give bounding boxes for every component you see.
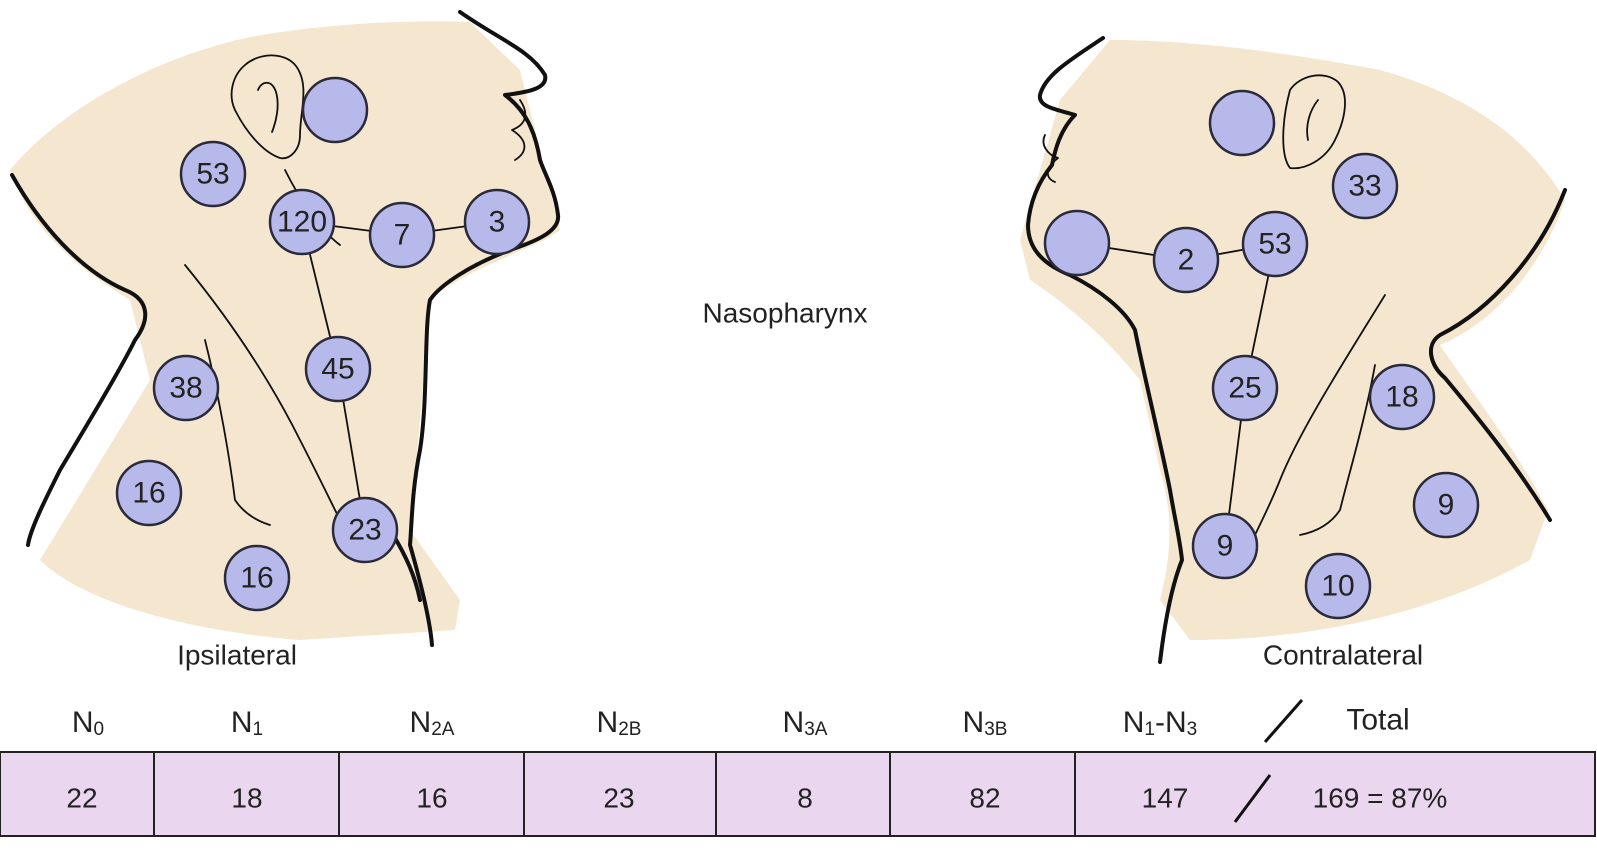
header-n1-n3: N1-N3 bbox=[1123, 706, 1198, 740]
contra-node-parotid bbox=[1210, 91, 1274, 155]
svg-text:2: 2 bbox=[1178, 244, 1195, 277]
svg-text:3: 3 bbox=[489, 206, 506, 239]
svg-text:16: 16 bbox=[132, 477, 165, 510]
svg-text:16: 16 bbox=[240, 562, 273, 595]
ipsi-node-upper-spinal-accessory: 38 bbox=[154, 356, 218, 420]
ipsilateral-label: Ipsilateral bbox=[177, 640, 297, 671]
svg-text:38: 38 bbox=[169, 372, 202, 405]
ipsi-node-supraclavicular: 16 bbox=[225, 546, 289, 610]
ipsi-node-posterior-auricular: 53 bbox=[181, 142, 245, 206]
contra-node-mid-spinal-accessory: 9 bbox=[1414, 473, 1478, 537]
value-n3a: 8 bbox=[797, 783, 813, 814]
value-n3b: 82 bbox=[969, 783, 1000, 814]
ipsi-node-submandibular: 7 bbox=[370, 203, 434, 267]
ipsi-node-jugulodigastric: 120 bbox=[270, 190, 334, 254]
value-n2a: 16 bbox=[416, 783, 447, 814]
header-n2a: N2A bbox=[410, 706, 455, 740]
contra-node-submandibular: 2 bbox=[1154, 228, 1218, 292]
header-n0: N0 bbox=[72, 706, 104, 740]
value-total: 169 = 87% bbox=[1313, 783, 1448, 814]
svg-text:9: 9 bbox=[1217, 530, 1234, 563]
svg-text:45: 45 bbox=[321, 353, 354, 386]
contralateral-skin bbox=[1020, 40, 1565, 640]
ipsi-node-lower-jugular: 23 bbox=[333, 498, 397, 562]
contralateral-label: Contralateral bbox=[1263, 640, 1423, 671]
contra-node-jugulodigastric: 53 bbox=[1243, 212, 1307, 276]
svg-text:10: 10 bbox=[1321, 570, 1354, 603]
staging-table: N0 N1 N2A N2B N3A N3B N1-N3 Total 22 18 … bbox=[0, 700, 1595, 836]
value-n1: 18 bbox=[231, 783, 262, 814]
header-total: Total bbox=[1346, 704, 1409, 737]
svg-text:23: 23 bbox=[348, 514, 381, 547]
ipsi-node-mid-spinal-accessory: 16 bbox=[117, 461, 181, 525]
header-n1: N1 bbox=[231, 706, 263, 740]
ipsi-node-parotid bbox=[303, 78, 367, 142]
contra-node-submental bbox=[1045, 211, 1109, 275]
contra-node-supraclavicular: 10 bbox=[1306, 554, 1370, 618]
svg-text:53: 53 bbox=[1258, 228, 1291, 261]
svg-text:53: 53 bbox=[196, 158, 229, 191]
svg-text:25: 25 bbox=[1228, 372, 1261, 405]
center-label: Nasopharynx bbox=[703, 298, 868, 329]
ipsilateral-skin bbox=[10, 21, 560, 640]
contra-node-mid-jugular: 25 bbox=[1213, 356, 1277, 420]
header-n3b: N3B bbox=[963, 706, 1008, 740]
header-slash bbox=[1265, 700, 1302, 742]
svg-text:33: 33 bbox=[1348, 170, 1381, 203]
svg-text:7: 7 bbox=[394, 219, 411, 252]
contra-node-upper-spinal-accessory: 18 bbox=[1370, 365, 1434, 429]
value-n1-n3: 147 bbox=[1142, 783, 1189, 814]
header-n2b: N2B bbox=[597, 706, 642, 740]
value-n2b: 23 bbox=[603, 783, 634, 814]
contralateral-figure: Contralateral bbox=[1020, 38, 1565, 671]
contra-node-lower-jugular: 9 bbox=[1193, 514, 1257, 578]
contra-node-posterior-auricular: 33 bbox=[1333, 154, 1397, 218]
value-n0: 22 bbox=[66, 783, 97, 814]
svg-text:120: 120 bbox=[277, 206, 327, 239]
svg-text:9: 9 bbox=[1438, 489, 1455, 522]
header-n3a: N3A bbox=[783, 706, 828, 740]
ipsi-node-mid-jugular: 45 bbox=[306, 337, 370, 401]
svg-text:18: 18 bbox=[1385, 381, 1418, 414]
ipsi-node-submental: 3 bbox=[465, 190, 529, 254]
